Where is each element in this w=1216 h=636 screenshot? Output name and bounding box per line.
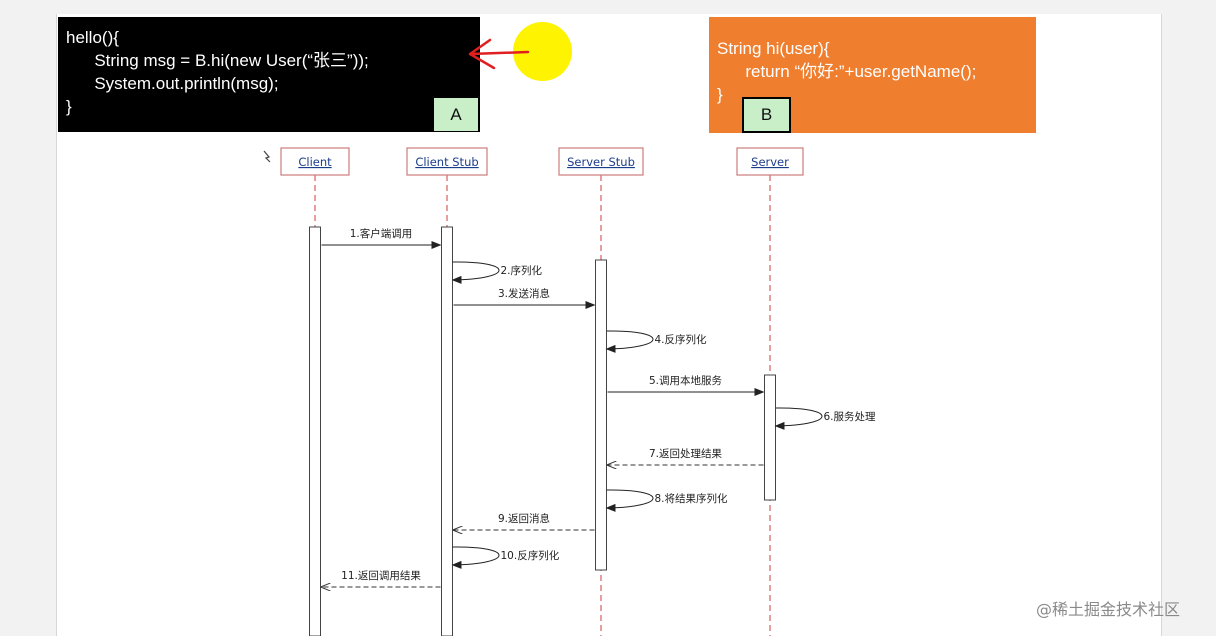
message-4: 4.反序列化 xyxy=(605,330,708,353)
watermark: @稀土掘金技术社区 xyxy=(1036,600,1181,619)
message-3: 3.发送消息 xyxy=(453,287,596,309)
activation-bar xyxy=(595,259,607,571)
code-b-line: return “你好:”+user.getName(); xyxy=(717,62,977,81)
actor-box xyxy=(736,147,804,176)
actor-client-stub: Client Stub xyxy=(406,147,488,176)
self-message-arrow xyxy=(451,546,500,569)
actor-label: Server xyxy=(751,155,789,169)
message-label: 11.返回调用结果 xyxy=(341,569,421,582)
code-a-line: System.out.println(msg); xyxy=(66,74,279,93)
message-6: 6.服务处理 xyxy=(774,407,877,430)
message-label: 8.将结果序列化 xyxy=(655,492,729,505)
actor-client: Client xyxy=(280,147,350,176)
self-message-arrow xyxy=(451,261,500,284)
self-message-arrow xyxy=(605,489,654,512)
activation-bar xyxy=(441,226,453,636)
message-label: 7.返回处理结果 xyxy=(649,447,723,460)
message-label: 6.服务处理 xyxy=(824,410,877,423)
code-a-line: } xyxy=(66,97,72,116)
red-arrow-icon xyxy=(468,38,530,70)
actor-label: Client xyxy=(298,155,332,169)
activation-bar xyxy=(309,226,321,636)
message-label: 4.反序列化 xyxy=(655,333,708,346)
code-b-line: String hi(user){ xyxy=(717,39,830,58)
message-2: 2.序列化 xyxy=(451,261,543,284)
actor-box xyxy=(406,147,488,176)
message-10: 10.反序列化 xyxy=(451,546,560,569)
actor-box xyxy=(280,147,350,176)
actor-label: Server Stub xyxy=(567,155,635,169)
actor-server: Server xyxy=(736,147,804,176)
activation-bar xyxy=(764,374,776,501)
actor-server-stub: Server Stub xyxy=(558,147,644,176)
message-label: 1.客户端调用 xyxy=(350,227,413,240)
self-message-arrow xyxy=(774,407,823,430)
code-block-a: hello(){ String msg = B.hi(new User(“张三”… xyxy=(58,17,480,132)
actor-box xyxy=(558,147,644,176)
message-label: 3.发送消息 xyxy=(498,287,550,300)
message-label: 10.反序列化 xyxy=(501,549,560,562)
message-label: 2.序列化 xyxy=(501,264,543,277)
message-9: 9.返回消息 xyxy=(454,512,595,530)
actor-label: Client Stub xyxy=(415,155,478,169)
tag-a-label: A xyxy=(433,97,479,132)
code-b-line: } xyxy=(717,85,723,104)
tag-b-label: B xyxy=(742,97,791,133)
message-7: 7.返回处理结果 xyxy=(608,447,764,465)
cursor-icon xyxy=(263,150,271,163)
message-label: 9.返回消息 xyxy=(498,512,550,525)
message-label: 5.调用本地服务 xyxy=(649,374,723,387)
code-a-line: String msg = B.hi(new User(“张三”)); xyxy=(66,51,369,70)
code-a-line: hello(){ xyxy=(66,28,119,47)
message-1: 1.客户端调用 xyxy=(321,227,442,249)
self-message-arrow xyxy=(605,330,654,353)
message-5: 5.调用本地服务 xyxy=(607,374,765,396)
message-8: 8.将结果序列化 xyxy=(605,489,729,512)
message-11: 11.返回调用结果 xyxy=(322,569,441,587)
